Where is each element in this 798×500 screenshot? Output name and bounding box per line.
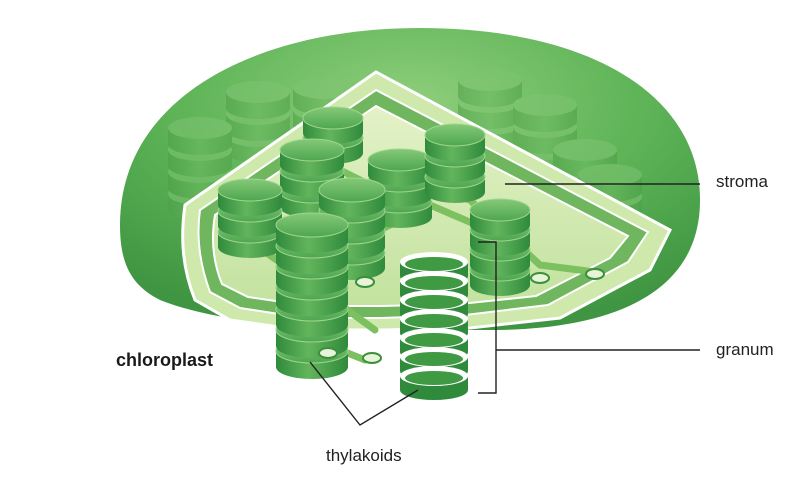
thylakoid-disc — [302, 106, 364, 144]
thylakoid-disc — [469, 198, 531, 236]
thylakoids-leader-line — [309, 361, 419, 426]
leader-lines — [309, 183, 700, 426]
thylakoid-disc — [226, 81, 290, 119]
lamella-opening — [585, 268, 605, 280]
lamella-opening — [362, 352, 382, 364]
open-thylakoid — [400, 366, 468, 400]
cut-granum — [400, 252, 468, 400]
granum-stack — [226, 81, 290, 163]
thylakoid-disc — [318, 177, 386, 217]
thylakoid-disc — [279, 138, 345, 176]
thylakoids-label: thylakoids — [326, 446, 402, 465]
grana-stacks — [217, 106, 605, 379]
granum-stack — [424, 123, 486, 203]
granum-bracket — [478, 241, 497, 394]
thylakoid-disc — [424, 123, 486, 161]
granum-stack — [275, 212, 349, 379]
thylakoid-disc — [367, 148, 433, 186]
thylakoid-disc — [458, 69, 522, 107]
thylakoid-disc — [275, 212, 349, 253]
lamella-opening — [530, 272, 550, 284]
chloroplast-title: chloroplast — [116, 350, 214, 370]
granum-stack — [217, 178, 283, 258]
thylakoid-disc — [168, 117, 232, 155]
granum-stack — [469, 198, 531, 296]
thylakoid-disc — [217, 178, 283, 216]
lamella-opening — [355, 276, 375, 288]
thylakoid-disc — [513, 94, 577, 132]
granum-label: granum — [716, 340, 774, 359]
stroma-label: stroma — [716, 172, 768, 191]
lamella-opening — [318, 347, 338, 359]
